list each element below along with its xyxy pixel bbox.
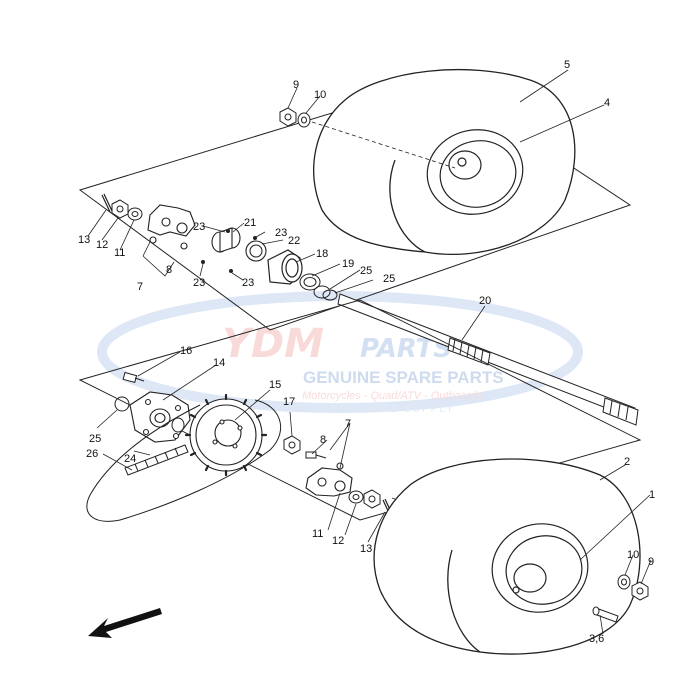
- lower-washer: [617, 574, 631, 590]
- chain-section: [124, 444, 189, 476]
- callout-15: 15: [269, 379, 281, 391]
- callout-23-a: 23: [193, 221, 205, 233]
- watermark-supply: WORLDWIDE SUPPLY: [318, 404, 455, 415]
- sprocket-nut: [283, 435, 301, 455]
- callout-13-bot: 13: [360, 543, 372, 555]
- callout-25-a: 25: [360, 265, 372, 277]
- callout-25-c: 25: [89, 433, 101, 445]
- callout-23-d: 23: [242, 277, 254, 289]
- callout-4: 4: [604, 97, 610, 109]
- upper-cotter-pin: [101, 193, 113, 213]
- callout-1: 1: [649, 489, 655, 501]
- lower-wheel-rim: [491, 523, 589, 613]
- callout-11-bot: 11: [312, 528, 323, 540]
- callout-12-top: 12: [96, 239, 108, 251]
- callout-10-bot: 10: [627, 549, 639, 561]
- callout-24: 24: [124, 453, 136, 465]
- lower-plain-washer: [348, 490, 364, 504]
- callout-22: 22: [288, 235, 300, 247]
- sprocket-circlip: [114, 396, 130, 412]
- callout-8-top: 8: [166, 264, 172, 276]
- callout-23-b: 23: [275, 227, 287, 239]
- callout-5: 5: [564, 59, 570, 71]
- oil-seal: [299, 273, 321, 291]
- callout-12-bot: 12: [332, 535, 344, 547]
- callout-17: 17: [283, 396, 295, 408]
- lower-axle-nut: [631, 581, 649, 601]
- callout-21: 21: [244, 217, 256, 229]
- watermark-brand-left: YDM: [222, 321, 324, 367]
- upper-circlips: [313, 285, 338, 301]
- callout-23-c: 23: [193, 277, 205, 289]
- upper-axle-nut: [279, 107, 297, 127]
- upper-assembly-frame: [78, 79, 632, 331]
- front-arrow-icon: [88, 608, 162, 638]
- callout-3-6: 3,6: [589, 633, 604, 645]
- hub-oring: [171, 417, 185, 433]
- callout-18: 18: [316, 248, 328, 260]
- lower-knuckle-arm: [305, 462, 353, 497]
- callout-8-bot: 8: [320, 434, 326, 446]
- upper-knuckle-arm: [147, 204, 196, 250]
- callout-16: 16: [180, 345, 192, 357]
- callout-7-top: 7: [137, 281, 143, 293]
- callout-9-bot: 9: [648, 556, 654, 568]
- callout-13-top: 13: [78, 234, 90, 246]
- upper-plain-washer: [127, 207, 143, 221]
- bearing-housing: [211, 227, 267, 262]
- callout-11-top: 11: [114, 247, 125, 259]
- upper-washer: [297, 112, 311, 128]
- rear-sprocket: [184, 393, 268, 477]
- callout-26: 26: [86, 448, 98, 460]
- sprocket-bolt: [122, 371, 145, 384]
- rear-axle: [337, 293, 639, 426]
- watermark-tagline: GENUINE SPARE PARTS: [303, 368, 504, 387]
- watermark-categories: Motorcycles - Quad/ATV - Outboards: [302, 390, 483, 402]
- upper-castle-nut: [111, 199, 129, 219]
- lower-castle-nut: [363, 489, 381, 509]
- callout-25-b: 25: [383, 273, 395, 285]
- sprocket-hub: [129, 391, 191, 443]
- callout-20: 20: [479, 295, 491, 307]
- callout-19: 19: [342, 258, 354, 270]
- callout-2: 2: [624, 456, 630, 468]
- callout-14: 14: [213, 357, 225, 369]
- tire-valve: [592, 606, 619, 623]
- axle-hub-flange: [267, 249, 303, 285]
- callout-7-bot: 7: [345, 418, 351, 430]
- callout-9-top: 9: [293, 79, 299, 91]
- callout-labels: 5 4 9 10 13 12 11 8 7 23 21 23 22 18 19 …: [78, 59, 655, 645]
- callout-10-top: 10: [314, 89, 326, 101]
- lower-assembly-frame: [78, 299, 642, 521]
- upper-wheel-rim: [426, 129, 524, 215]
- lower-knuckle-bolt: [305, 451, 327, 459]
- leader-lines: [87, 69, 652, 635]
- drive-chain-loop: [86, 399, 282, 522]
